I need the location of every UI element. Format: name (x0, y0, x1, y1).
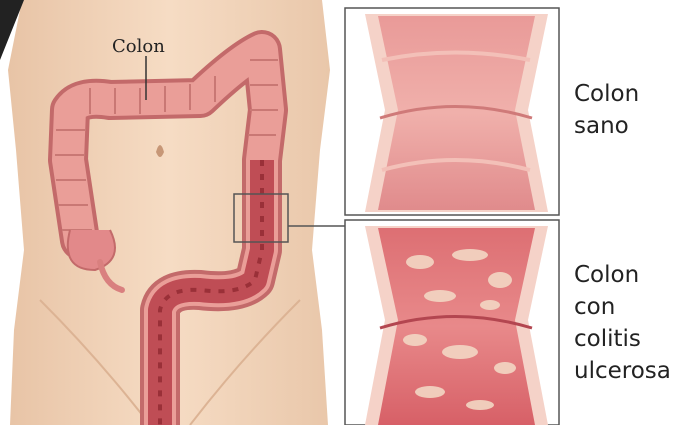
ulcerative-colitis-caption: Colon con colitis ulcerosa (574, 259, 671, 387)
ulcerative-colitis-panel (345, 220, 559, 425)
healthy-colon-panel (345, 8, 559, 215)
colon-label: Colon (112, 36, 165, 57)
abdomen-illustration: Colon (0, 0, 345, 425)
healthy-colon-caption: Colon sano (574, 78, 639, 142)
